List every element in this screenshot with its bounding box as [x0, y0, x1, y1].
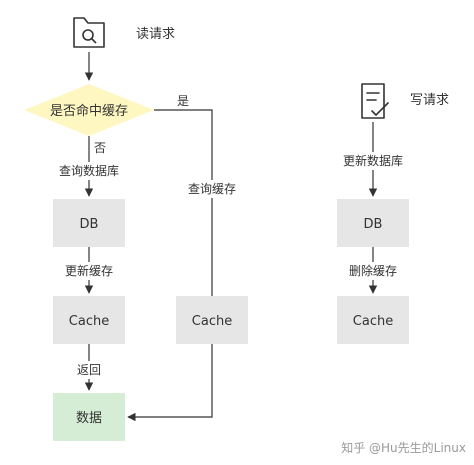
write-request-icon: [361, 83, 389, 119]
db-box-write: [337, 199, 409, 247]
cache-box-write-label: Cache: [353, 314, 393, 329]
read-request-icon: [73, 17, 105, 48]
db-box-read-label: DB: [80, 217, 99, 232]
data-box-label: 数据: [76, 411, 102, 426]
cache-box-read: [53, 296, 125, 344]
decision-hit-cache-label: 是否命中缓存: [50, 103, 128, 119]
return-label: 返回: [77, 363, 101, 377]
data-box: [53, 393, 125, 441]
yes-label: 是: [177, 94, 189, 108]
return-label-bg: [72, 361, 106, 379]
query-cache-label-bg: [185, 180, 240, 198]
cache-box-right: [176, 296, 248, 344]
cache-box-right-label: Cache: [192, 314, 232, 329]
cache-box-write: [337, 296, 409, 344]
db-box-read: [53, 199, 125, 247]
arrow-yes-to-data: [127, 109, 213, 422]
query-db-label-bg: [56, 162, 122, 180]
read-request-title: 读请求: [136, 27, 175, 42]
query-cache-label: 查询缓存: [188, 182, 236, 196]
delete-cache-label: 删除缓存: [349, 263, 397, 278]
update-cache-label: 更新缓存: [65, 263, 113, 278]
delete-cache-label-bg: [346, 262, 400, 280]
query-db-label: 查询数据库: [59, 163, 119, 178]
db-box-write-label: DB: [364, 217, 383, 232]
update-cache-label-bg: [62, 262, 116, 280]
update-db-label: 更新数据库: [343, 153, 403, 168]
watermark: 知乎 @Hu先生的Linux: [341, 440, 466, 455]
no-label: 否: [94, 141, 106, 155]
write-request-title: 写请求: [410, 93, 449, 108]
decision-hit-cache: [24, 84, 154, 136]
cache-box-read-label: Cache: [69, 314, 109, 329]
update-db-label-bg: [340, 152, 406, 170]
